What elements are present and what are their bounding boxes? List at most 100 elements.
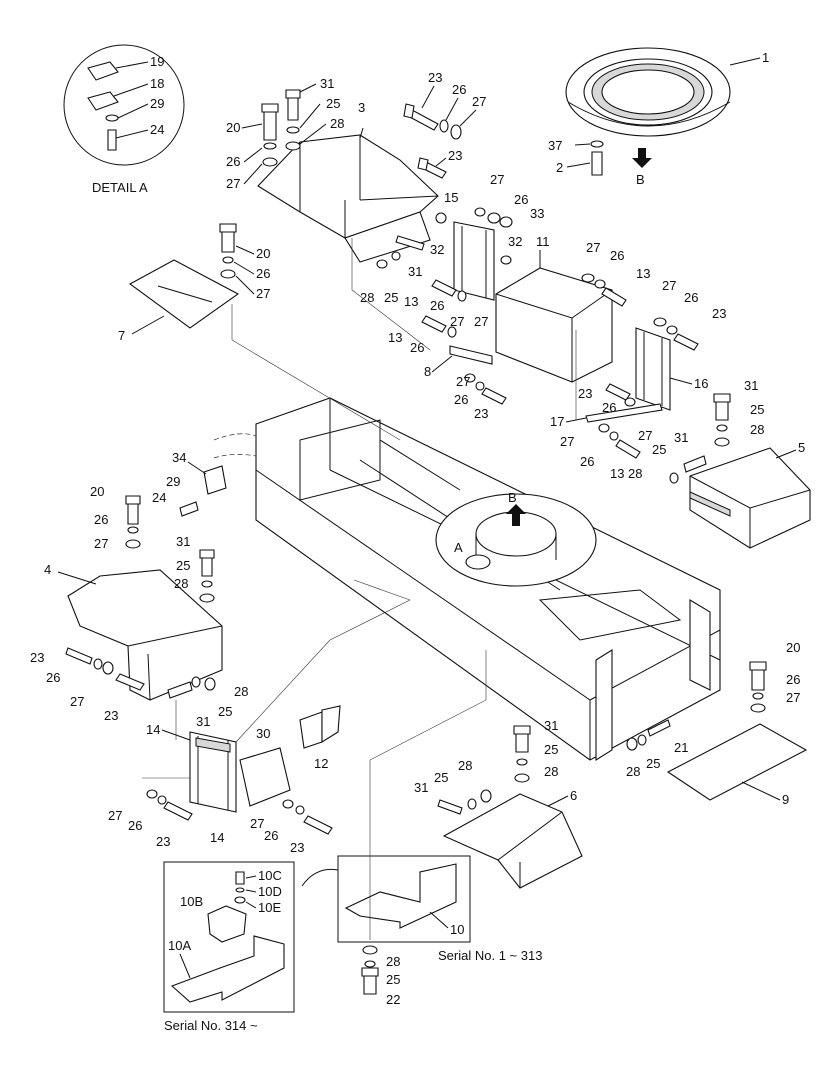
- label-2: 2: [556, 160, 563, 175]
- bracket-14: 14 14 30 12 27 26 23 27 26 23: [108, 705, 341, 855]
- label-25: 25: [386, 972, 400, 987]
- label-26: 26: [46, 670, 60, 685]
- view-label-b2: B: [508, 490, 517, 505]
- detail-a: 19 18 29 24 DETAIL A: [63, 44, 185, 195]
- label-26: 26: [786, 672, 800, 687]
- view-label-b: B: [636, 172, 645, 187]
- label-26: 26: [128, 818, 142, 833]
- label-3: 3: [358, 100, 365, 115]
- label-27: 27: [586, 240, 600, 255]
- label-28: 28: [458, 758, 472, 773]
- leader-lines: [142, 238, 577, 940]
- label-20: 20: [226, 120, 240, 135]
- label-15: 15: [444, 190, 458, 205]
- label-10C: 10C: [258, 868, 282, 883]
- label-27: 27: [70, 694, 84, 709]
- label-18: 18: [150, 76, 164, 91]
- label-26: 26: [410, 340, 424, 355]
- label-27: 27: [662, 278, 676, 293]
- bracket-17: 17 27 26 13: [550, 403, 663, 481]
- label-26: 26: [610, 248, 624, 263]
- label-14: 14: [146, 722, 160, 737]
- serial-late-label: Serial No. 314 ~: [164, 1018, 258, 1033]
- label-27: 27: [490, 172, 504, 187]
- label-31: 31: [196, 714, 210, 729]
- label-7: 7: [118, 328, 125, 343]
- label-26: 26: [454, 392, 468, 407]
- label-27: 27: [450, 314, 464, 329]
- label-29: 29: [166, 474, 180, 489]
- label-28: 28: [330, 116, 344, 131]
- cover-5: 5 31 25 28 31 25 28: [628, 378, 811, 549]
- serial-early-label: Serial No. 1 ~ 313: [438, 948, 542, 963]
- label-31: 31: [544, 718, 558, 733]
- label-27: 27: [94, 536, 108, 551]
- label-20: 20: [256, 246, 270, 261]
- label-28: 28: [626, 764, 640, 779]
- label-21: 21: [674, 740, 688, 755]
- label-33: 33: [530, 206, 544, 221]
- label-28: 28: [234, 684, 248, 699]
- serial-early-box: 10 Serial No. 1 ~ 313 28 25 22: [301, 855, 542, 1007]
- label-10E: 10E: [258, 900, 281, 915]
- label-12: 12: [314, 756, 328, 771]
- label-27: 27: [108, 808, 122, 823]
- label-10D: 10D: [258, 884, 282, 899]
- label-25: 25: [646, 756, 660, 771]
- label-10B: 10B: [180, 894, 203, 909]
- label-30: 30: [256, 726, 270, 741]
- label-31: 31: [320, 76, 334, 91]
- label-6: 6: [570, 788, 577, 803]
- label-27: 27: [256, 286, 270, 301]
- label-25: 25: [750, 402, 764, 417]
- serial-late-frame: [163, 861, 295, 1013]
- label-26: 26: [94, 512, 108, 527]
- view-arrow-b-up-icon: [506, 504, 526, 526]
- label-28: 28: [360, 290, 374, 305]
- label-26: 26: [514, 192, 528, 207]
- label-11: 11: [536, 234, 550, 249]
- serial-early-frame: [337, 855, 471, 943]
- label-8: 8: [424, 364, 431, 379]
- bracket-8: 8 13 26 27 27 13 26 27 26 23 31 28 25: [360, 235, 507, 421]
- label-27: 27: [226, 176, 240, 191]
- label-26: 26: [684, 290, 698, 305]
- label-26: 26: [452, 82, 466, 97]
- label-32: 32: [508, 234, 522, 249]
- label-23: 23: [448, 148, 462, 163]
- detail-a-circle: [63, 44, 185, 166]
- label-20: 20: [786, 640, 800, 655]
- label-28: 28: [174, 576, 188, 591]
- label-25: 25: [384, 290, 398, 305]
- label-23: 23: [104, 708, 118, 723]
- label-28: 28: [628, 466, 642, 481]
- label-31: 31: [674, 430, 688, 445]
- label-20: 20: [90, 484, 104, 499]
- label-13: 13: [388, 330, 402, 345]
- label-27: 27: [638, 428, 652, 443]
- label-26: 26: [580, 454, 594, 469]
- label-23: 23: [428, 70, 442, 85]
- main-frame: A B 34 29 24: [152, 397, 721, 761]
- label-24: 24: [152, 490, 166, 505]
- label-25: 25: [176, 558, 190, 573]
- cover-3: 3 20 31 25 28 26 27: [226, 76, 439, 263]
- label-31: 31: [176, 534, 190, 549]
- label-26: 26: [226, 154, 240, 169]
- label-23: 23: [712, 306, 726, 321]
- label-25: 25: [652, 442, 666, 457]
- label-13: 13: [404, 294, 418, 309]
- label-22: 22: [386, 992, 400, 1007]
- label-16: 16: [694, 376, 708, 391]
- label-26: 26: [430, 298, 444, 313]
- label-31: 31: [414, 780, 428, 795]
- serial-late-box: 10C 10D 10E 10B 10A Serial No. 314 ~: [163, 861, 295, 1033]
- callout-a: A: [454, 540, 463, 555]
- label-31: 31: [408, 264, 422, 279]
- label-25: 25: [326, 96, 340, 111]
- label-28: 28: [750, 422, 764, 437]
- label-28: 28: [544, 764, 558, 779]
- label-4: 4: [44, 562, 51, 577]
- label-32: 32: [430, 242, 444, 257]
- label-34: 34: [172, 450, 186, 465]
